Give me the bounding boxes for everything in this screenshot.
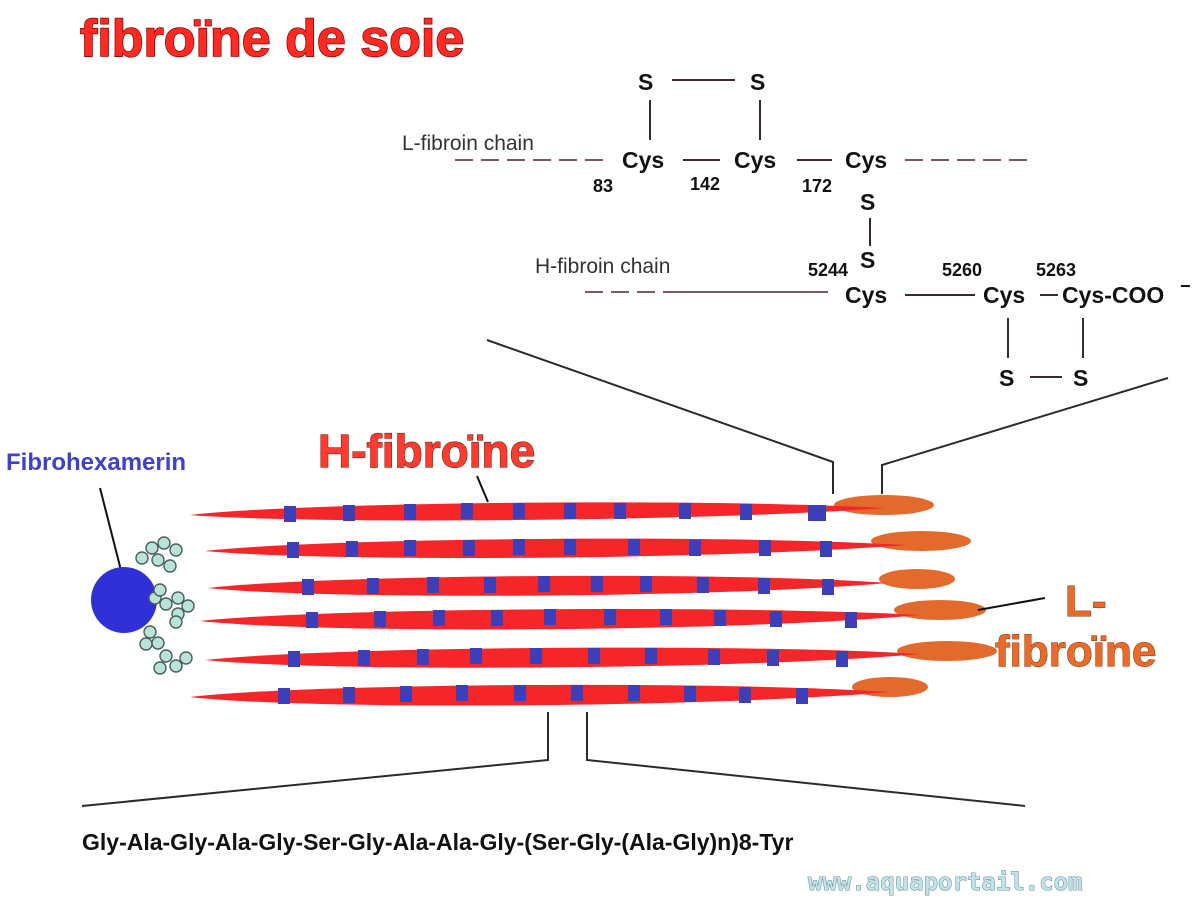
sulfur-atom: S: [860, 247, 875, 273]
l-fibroine-label-line1: L-: [1065, 577, 1107, 626]
cys-residue: Cys: [622, 147, 664, 173]
zoom-lines-bottom: [81, 712, 1026, 807]
residue-number: 5263: [1036, 260, 1076, 280]
amino-acid-sequence: Gly-Ala-Gly-Ala-Gly-Ser-Gly-Ala-Ala-Gly-…: [82, 829, 793, 855]
sulfur-atom: S: [638, 69, 653, 95]
h-fibroine-pointer: [476, 475, 489, 503]
page-title: fibroïne de soie: [80, 10, 464, 68]
h-chain-label: H-fibroin chain: [535, 255, 670, 278]
h-fibroine-label: H-fibroïne: [318, 425, 535, 477]
l-fibroine-label-line2: fibroïne: [995, 627, 1156, 676]
sulfur-atom: S: [750, 69, 765, 95]
sulfur-atom: S: [860, 189, 875, 215]
watermark: www.aquaportail.com: [808, 868, 1083, 896]
charge-sign: −: [1180, 276, 1191, 296]
sulfur-atom: S: [1073, 365, 1088, 391]
residue-number: 142: [690, 174, 720, 194]
disulfide-structure: L-fibroin chain H-fibroin chain S S Cys …: [402, 69, 1191, 391]
crystalline-blocks: [278, 503, 857, 704]
residue-number: 83: [593, 176, 613, 196]
cys-residue: Cys: [734, 147, 776, 173]
glycan-chains: [135, 536, 195, 675]
fibrohexamerin-complex: [91, 487, 195, 675]
structure-bonds: [649, 79, 1084, 378]
l-fibroine-pointer: [977, 597, 1046, 611]
residue-number: 5244: [808, 260, 848, 280]
fibrohexamerin-sphere: [91, 567, 157, 633]
cys-residue: Cys: [983, 282, 1025, 308]
fibrohexamerin-label: Fibrohexamerin: [6, 449, 186, 476]
sulfur-atom: S: [999, 365, 1014, 391]
cys-coo-residue: Cys-COO: [1062, 282, 1164, 308]
residue-number: 5260: [942, 260, 982, 280]
zoom-lines-top: [486, 339, 1169, 494]
residue-number: 172: [802, 176, 832, 196]
l-fibroin-ellipses: [834, 495, 997, 697]
h-fibroin-strands: [190, 502, 920, 706]
cys-residue: Cys: [845, 147, 887, 173]
cys-residue: Cys: [845, 282, 887, 308]
l-chain-label: L-fibroin chain: [402, 132, 534, 155]
fiber-bundle: [190, 495, 997, 706]
